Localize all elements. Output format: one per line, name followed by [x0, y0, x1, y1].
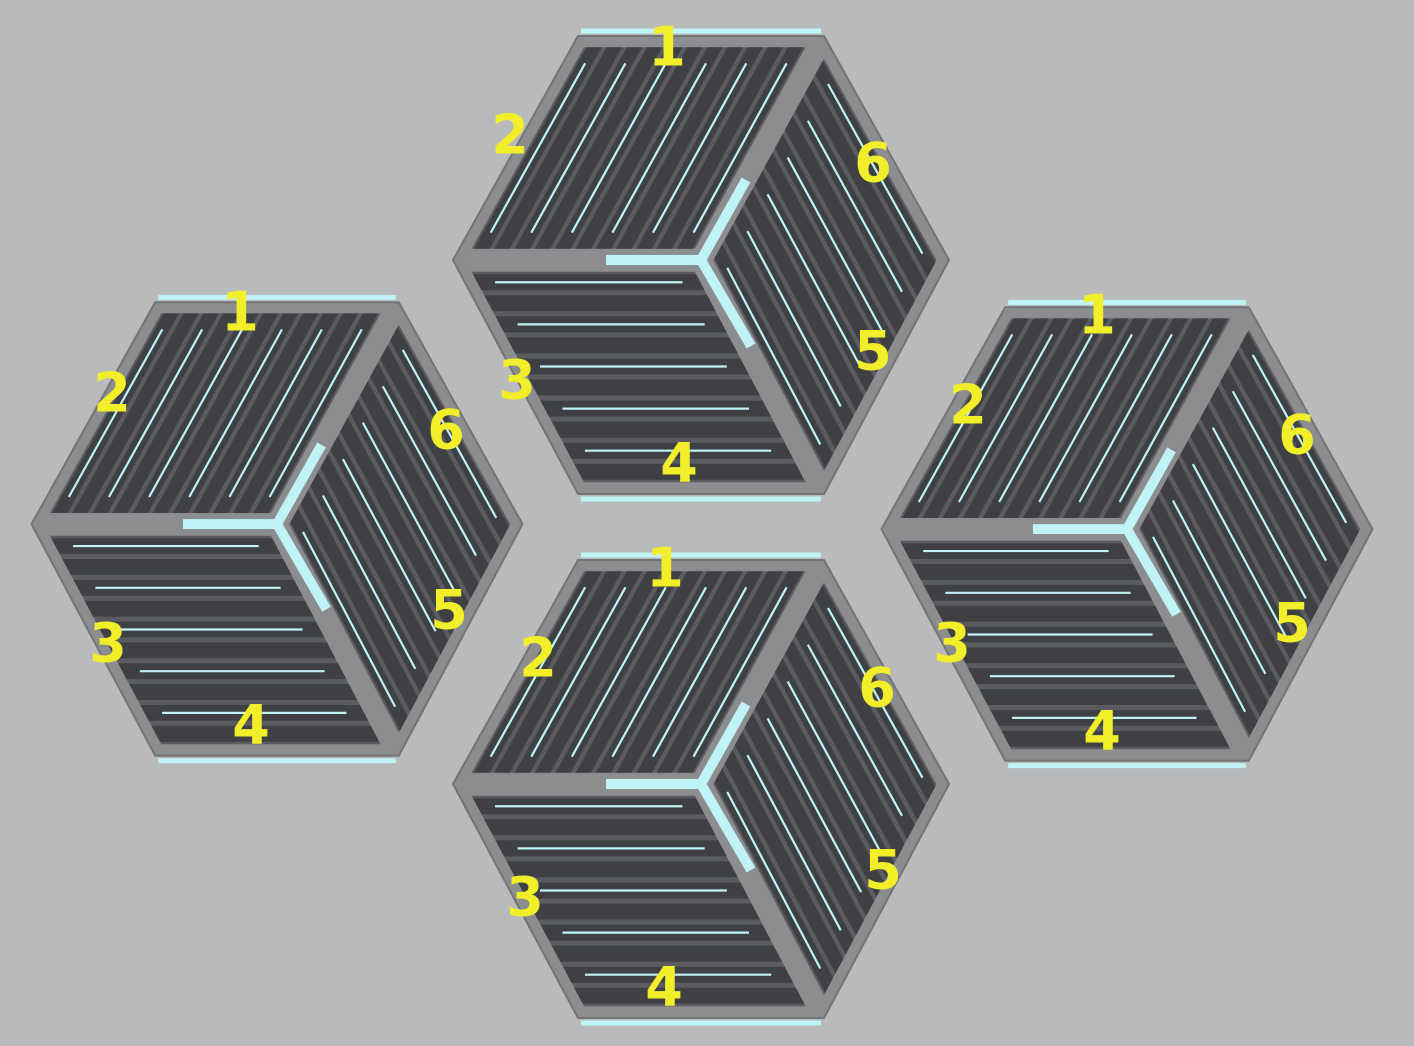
- cube-top-label-5: 5: [854, 320, 892, 383]
- cube-right-face-left-slot: [912, 564, 1141, 580]
- cube-right-label-1: 1: [1078, 284, 1116, 347]
- cube-bottom-label-3: 3: [506, 866, 544, 929]
- cube-top-label-2: 2: [491, 104, 529, 167]
- cube-top-face-left-slot: [529, 380, 760, 396]
- cube-top-label-4: 4: [660, 432, 698, 495]
- cube-bottom-label-6: 6: [858, 657, 896, 720]
- cube-bottom-label-5: 5: [864, 839, 902, 902]
- cube-left-label-4: 4: [232, 694, 270, 757]
- cube-bottom-face-left-slot: [484, 819, 715, 835]
- cube-right: [882, 302, 1373, 765]
- cube-left-label-2: 2: [93, 362, 131, 425]
- cube-left-label-3: 3: [89, 612, 127, 675]
- cube-top-label-1: 1: [648, 16, 686, 79]
- cube-left-face-left-slot: [62, 559, 291, 575]
- cube-right-label-2: 2: [949, 374, 987, 437]
- cube-right-label-3: 3: [933, 612, 971, 675]
- cube-bottom-face-left-slot: [574, 988, 804, 1004]
- cube-left-face-left-slot: [107, 642, 335, 658]
- cube-top: [453, 31, 949, 499]
- cube-top-face-left-slot: [484, 295, 715, 311]
- cube-top-face-left-slot: [507, 337, 738, 353]
- cube-right-label-6: 6: [1278, 404, 1316, 467]
- cube-right-label-4: 4: [1083, 700, 1121, 763]
- cube-right-label-5: 5: [1273, 592, 1311, 655]
- cube-bottom-label-1: 1: [646, 537, 684, 600]
- cube-left-label-6: 6: [427, 399, 465, 462]
- cube-top-label-6: 6: [854, 132, 892, 195]
- cube-bottom-label-2: 2: [519, 627, 557, 690]
- cube-top-label-3: 3: [498, 349, 536, 412]
- cube-bottom-label-4: 4: [645, 956, 683, 1019]
- cube-left-label-5: 5: [430, 579, 468, 642]
- cube-bottom-face-left-slot: [529, 904, 760, 920]
- cube-bottom: [453, 555, 949, 1023]
- cube-right-face-left-slot: [957, 647, 1185, 663]
- cube-left-label-1: 1: [221, 281, 259, 344]
